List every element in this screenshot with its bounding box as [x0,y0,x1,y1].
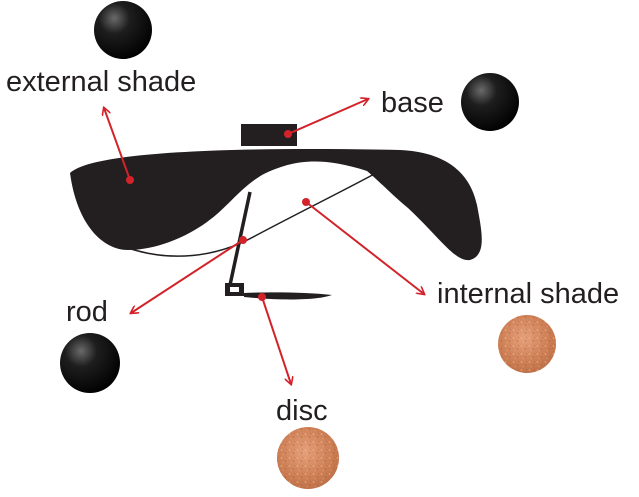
arrow-base [284,99,368,138]
external-shade [70,149,482,261]
external-shade-label: external shade [6,66,197,98]
arrow-rod [131,236,247,313]
arrow-internal-shade [302,198,424,294]
base-swatch [461,73,519,131]
disc-label: disc [276,395,328,427]
internal-shade-label: internal shade [437,278,620,310]
base-label: base [381,87,444,119]
disc-swatch [277,427,339,489]
lamp-disc [244,292,332,300]
callout-arrows [104,99,424,384]
internal-shade-outline [127,171,379,257]
rod-swatch [60,333,120,393]
arrow-external-shade [104,108,134,184]
external-shade-swatch [94,1,152,59]
lamp-base [241,124,297,146]
internal-shade-swatch [498,315,556,373]
arrow-disc [258,293,291,384]
rod-label: rod [66,296,108,328]
lamp-silhouette [70,124,482,300]
